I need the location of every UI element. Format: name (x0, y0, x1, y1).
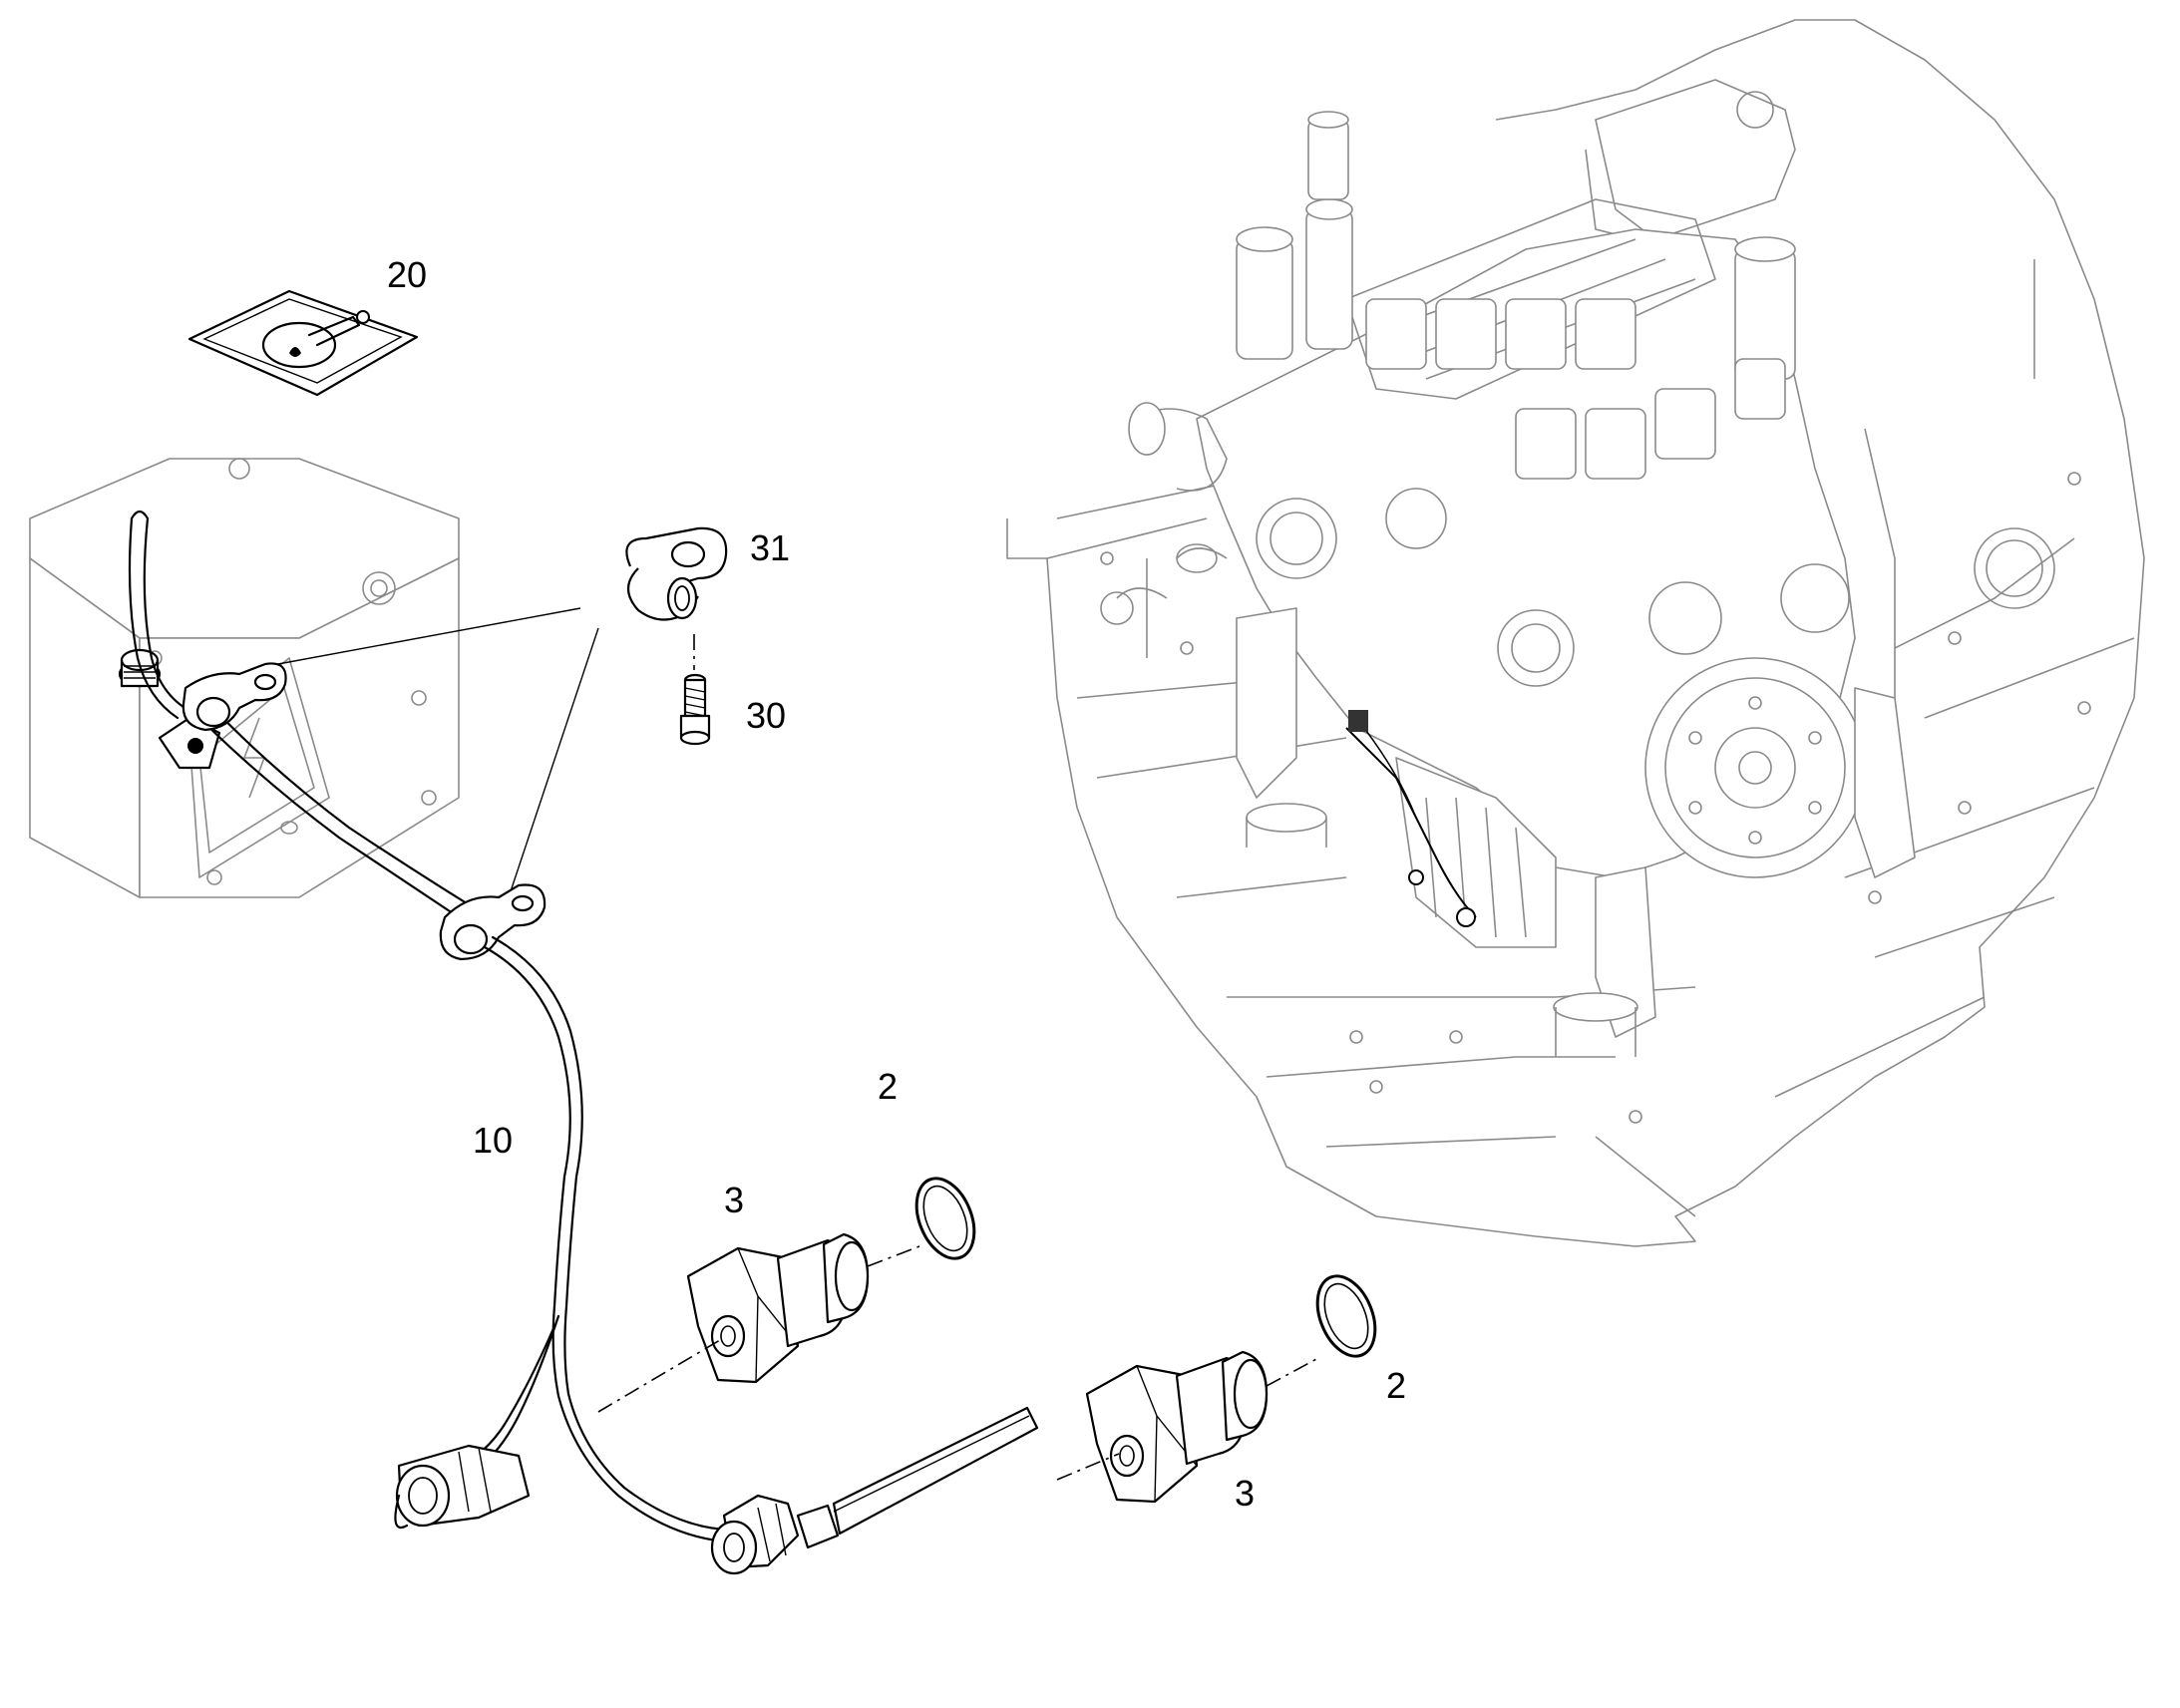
engine-assembly-illustration (1006, 19, 2145, 1247)
axis-line-upper-left (597, 1339, 721, 1413)
callout-3-lower: 3 (1235, 1473, 1255, 1514)
cap-screw-part (679, 673, 711, 746)
callout-30: 30 (746, 695, 786, 736)
callout-2-upper: 2 (878, 1066, 898, 1107)
decal-label (187, 289, 419, 397)
callout-31: 31 (750, 527, 790, 568)
axis-line-upper-right (867, 1245, 920, 1267)
adapter-fitting-lower (1085, 1350, 1269, 1504)
callout-10: 10 (473, 1120, 513, 1161)
adapter-fitting-upper (686, 1232, 870, 1384)
callout-20: 20 (387, 254, 427, 295)
clamp-leader-lower (508, 627, 599, 898)
p-clamp-part (625, 526, 728, 621)
o-ring-lower (1315, 1274, 1377, 1358)
axis-line-lower-right (1266, 1357, 1319, 1387)
clamp-leader-upper (266, 607, 581, 667)
axis-line-lower-left (1056, 1453, 1120, 1481)
wiring-harness-part (128, 510, 1039, 1575)
callout-2-lower: 2 (1386, 1365, 1406, 1406)
o-ring-upper (914, 1177, 976, 1260)
callout-3-upper: 3 (724, 1180, 744, 1220)
